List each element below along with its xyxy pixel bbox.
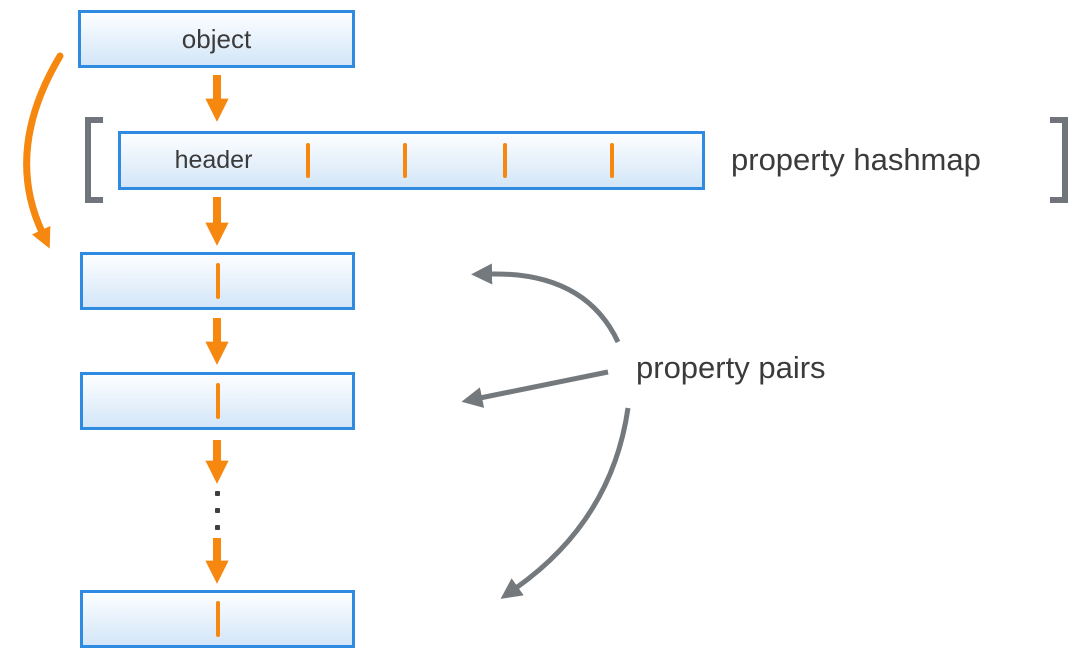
hashmap-box: header: [118, 131, 705, 190]
property-pair-box: [80, 372, 355, 430]
object-label: object: [181, 23, 252, 54]
hashmap-divider: [610, 143, 614, 178]
pair-divider: [216, 383, 220, 419]
property-pair-box: [80, 252, 355, 310]
hashmap-divider: [403, 143, 407, 178]
ellipsis-dot: [215, 491, 220, 496]
object-box: object: [78, 10, 355, 68]
pair-divider: [216, 601, 220, 637]
hashmap-divider: [503, 143, 507, 178]
ellipsis-dot: [215, 508, 220, 513]
right-bracket: [1050, 117, 1068, 203]
left-bracket: [85, 117, 103, 203]
hashmap-divider: [306, 143, 310, 178]
arrow-label-to-pair2-icon: [461, 369, 609, 408]
hashmap-header-label: header: [174, 146, 253, 174]
property-pairs-caption: property pairs: [636, 350, 826, 385]
arrow-label-to-pair3-icon: [500, 407, 631, 599]
ellipsis-dot: [215, 525, 220, 530]
arrow-object-to-pair1-curved-icon: [23, 52, 64, 249]
hashmap-caption: property hashmap: [731, 142, 981, 177]
arrow-label-to-pair1-icon: [471, 263, 621, 344]
ellipsis-dots: [215, 491, 220, 530]
property-pair-box: [80, 590, 355, 648]
pair-divider: [216, 263, 220, 299]
